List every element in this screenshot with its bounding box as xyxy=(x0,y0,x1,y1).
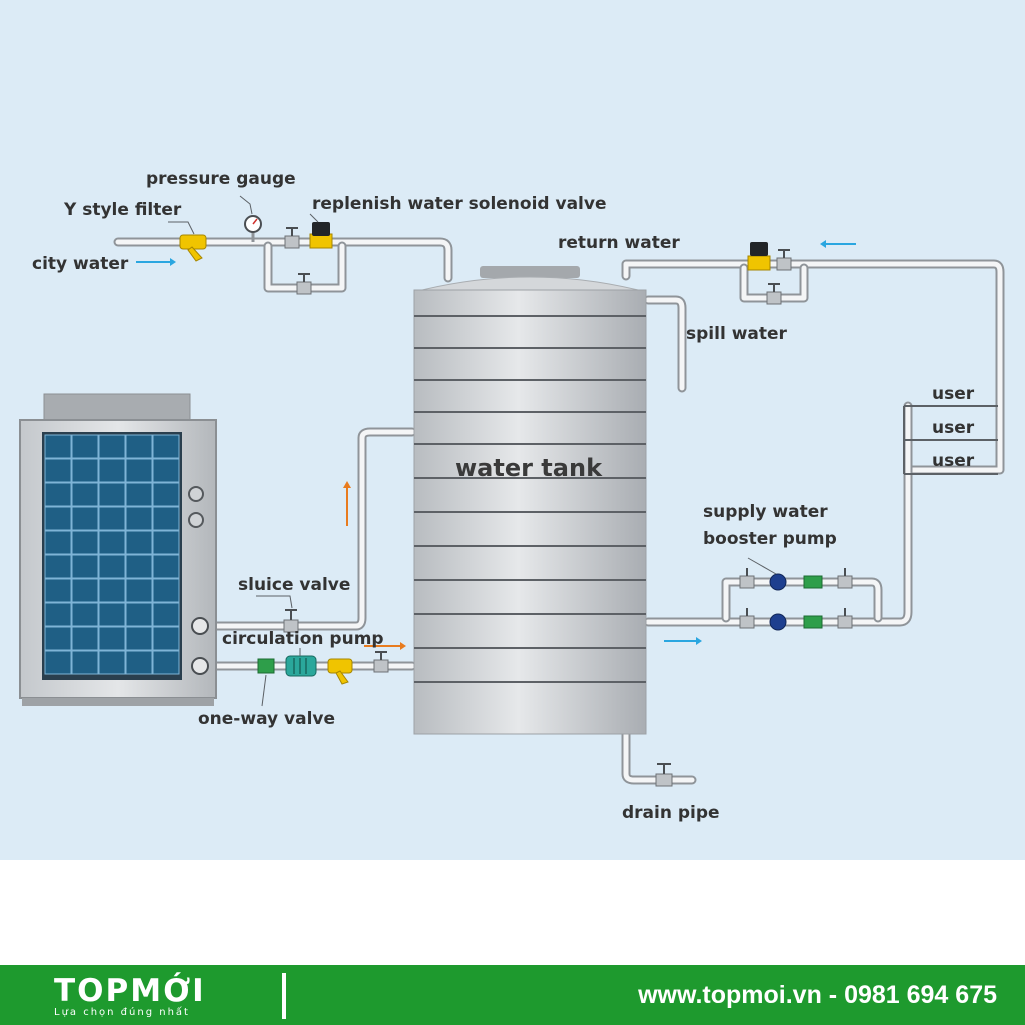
bypass-valve-icon xyxy=(296,273,312,295)
solenoid-valve-icon xyxy=(309,222,333,249)
label-circulation-pump: circulation pump xyxy=(222,629,384,649)
label-solenoid-valve: replenish water solenoid valve xyxy=(312,194,607,214)
label-user-2: user xyxy=(932,418,975,438)
user-branches xyxy=(903,405,998,475)
contact-info[interactable]: www.topmoi.vn - 0981 694 675 xyxy=(638,981,997,1009)
water-system-diagram: pressure gauge Y style filter replenish … xyxy=(0,0,1025,965)
return-solenoid-valve-icon xyxy=(747,242,792,305)
label-return-water: return water xyxy=(558,233,680,253)
label-city-water: city water xyxy=(32,254,129,274)
topmoi-logo[interactable]: TOPMỚI xyxy=(54,973,206,1009)
footer-bar: TOPMỚI Lựa chọn đúng nhất www.topmoi.vn … xyxy=(0,965,1025,1025)
label-one-way-valve: one-way valve xyxy=(198,709,335,729)
heat-pump-unit xyxy=(19,393,217,706)
one-way-valve-icon xyxy=(257,658,275,674)
label-y-filter: Y style filter xyxy=(63,200,182,220)
booster-pump-icon xyxy=(739,608,853,631)
leader-lines xyxy=(168,195,777,707)
label-user-3: user xyxy=(932,451,975,471)
drain-valve-icon xyxy=(655,763,673,787)
gauge-dial-icon xyxy=(188,512,204,528)
gate-valve-icon xyxy=(284,227,300,249)
footer-divider xyxy=(282,973,286,1019)
booster-pump-icon xyxy=(739,568,853,591)
label-pressure-gauge: pressure gauge xyxy=(146,169,296,189)
flow-arrow-icon xyxy=(820,240,856,248)
strainer-icon xyxy=(327,658,353,685)
label-booster-pump-line2: booster pump xyxy=(703,529,837,549)
gate-valve-icon xyxy=(373,651,389,673)
pipe-connector-icon xyxy=(191,657,209,675)
flow-arrow-icon xyxy=(364,642,406,650)
circulation-pump-icon xyxy=(285,655,317,677)
label-spill-water: spill water xyxy=(686,324,788,344)
gauge-dial-icon xyxy=(188,486,204,502)
pressure-gauge-icon xyxy=(244,215,262,242)
label-sluice-valve: sluice valve xyxy=(238,575,350,595)
label-user-1: user xyxy=(932,384,975,404)
label-water-tank: water tank xyxy=(455,454,603,482)
flow-arrow-icon xyxy=(136,258,176,266)
logo-tagline: Lựa chọn đúng nhất xyxy=(54,1007,190,1018)
flow-arrow-icon xyxy=(343,481,351,526)
y-filter-icon xyxy=(179,234,207,262)
diagram-margin xyxy=(0,860,1025,965)
flow-arrow-icon xyxy=(664,637,702,645)
water-tank xyxy=(413,266,647,735)
pipe-connector-icon xyxy=(191,617,209,635)
label-booster-pump-line1: supply water xyxy=(703,502,828,522)
sluice-valve-icon xyxy=(283,609,299,633)
solar-panel-grid xyxy=(44,434,180,675)
label-drain-pipe: drain pipe xyxy=(622,803,720,823)
pipe-network xyxy=(113,237,1005,785)
